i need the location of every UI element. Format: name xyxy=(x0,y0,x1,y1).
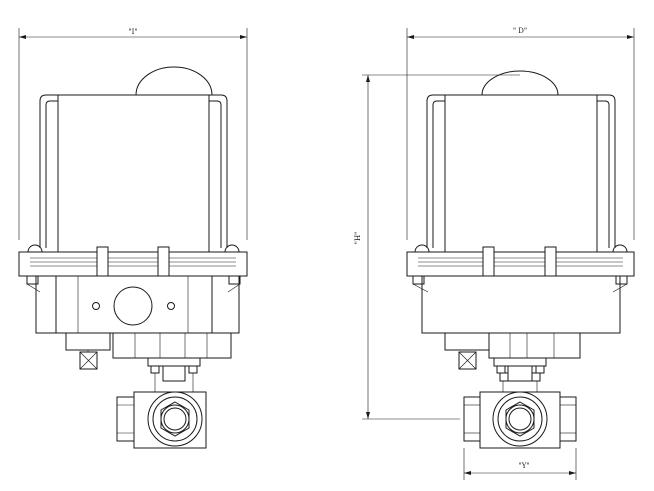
dimension-i: "I" xyxy=(18,28,248,240)
side-flange xyxy=(406,246,635,293)
side-view: " D" "H" xyxy=(354,27,635,480)
dimension-h: "H" xyxy=(354,74,520,420)
side-valve-body xyxy=(463,391,577,449)
dimension-d-label: " D" xyxy=(513,27,527,35)
side-cover-dome xyxy=(481,70,559,96)
dimension-y-label: "Y" xyxy=(518,462,529,470)
dimension-h-label: "H" xyxy=(354,232,362,245)
side-stem xyxy=(493,357,547,392)
front-stem xyxy=(147,357,201,392)
front-cover-dome xyxy=(135,66,213,96)
side-lower-body xyxy=(421,276,621,334)
side-gearbox xyxy=(444,332,581,370)
front-lower-body xyxy=(35,275,240,334)
front-actuator-housing xyxy=(27,94,240,253)
side-actuator-housing xyxy=(414,94,628,253)
dimension-i-label: "I" xyxy=(128,28,137,36)
dimension-y: "Y" xyxy=(463,448,577,480)
front-valve-body xyxy=(116,391,207,449)
dimension-d: " D" xyxy=(406,27,635,240)
front-flange xyxy=(18,246,248,293)
front-view: "I" xyxy=(18,28,248,449)
